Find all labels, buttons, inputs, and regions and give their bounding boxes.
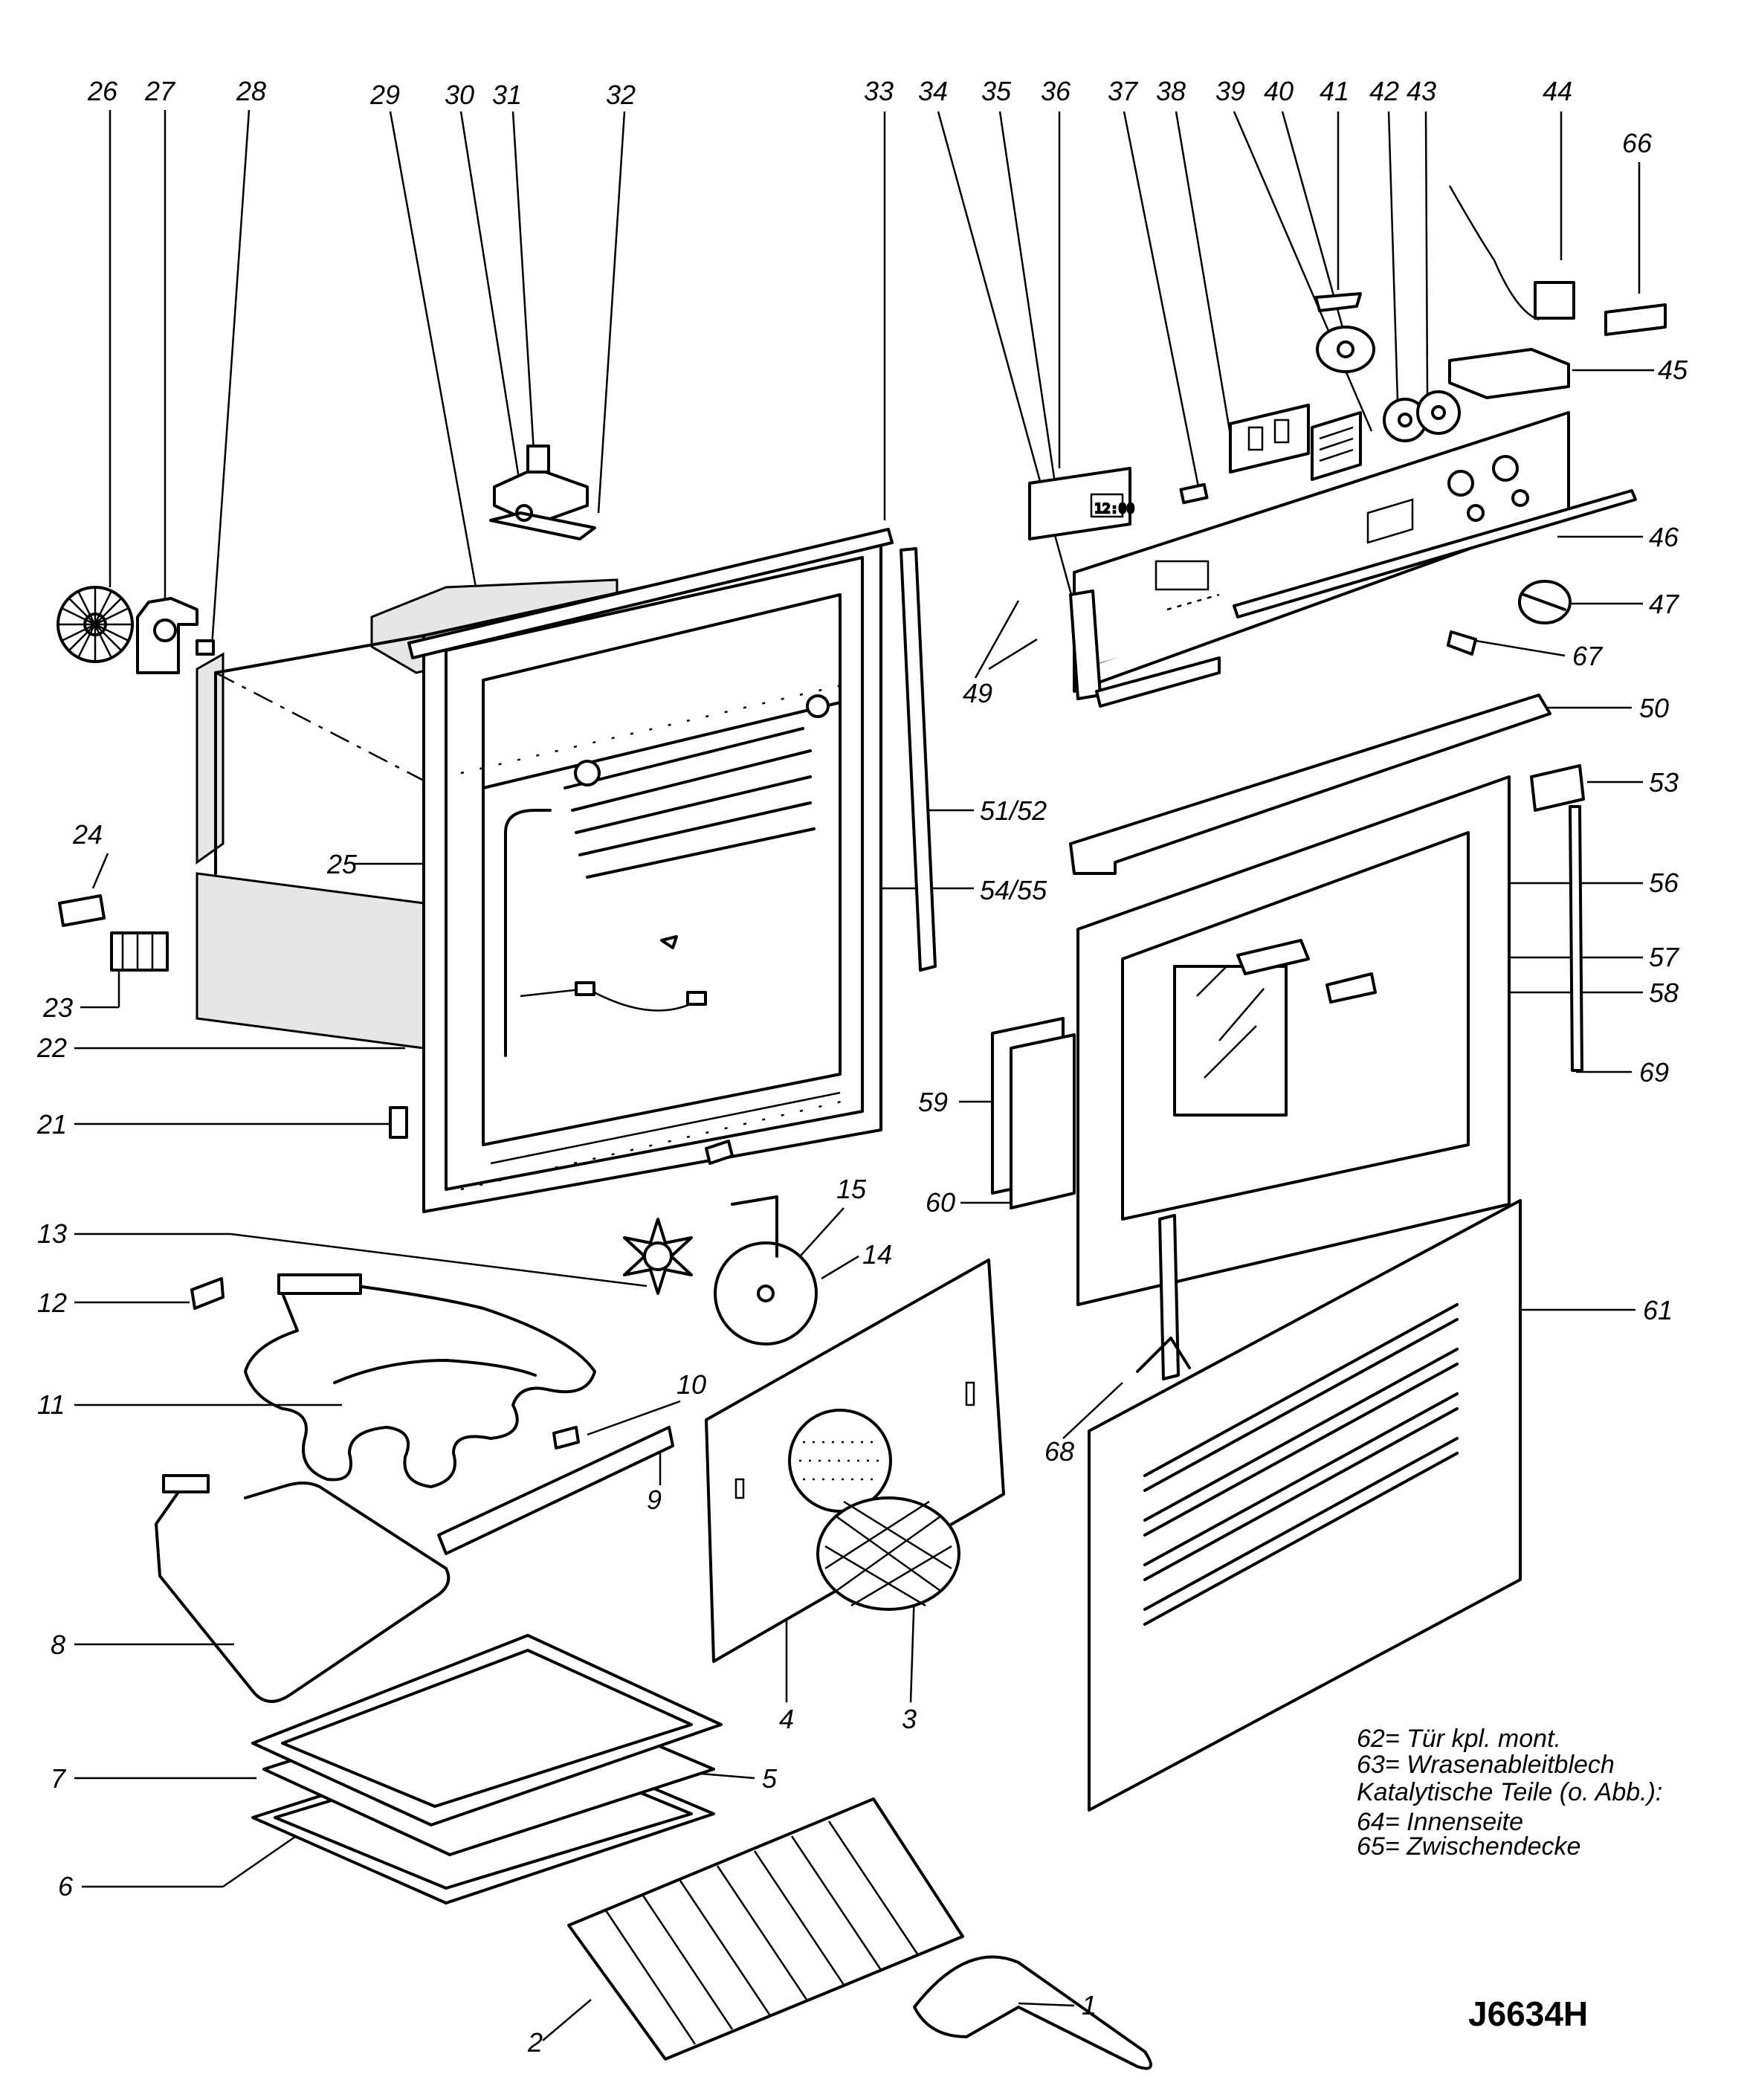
callout-12: 12 — [37, 1288, 67, 1318]
callout-21: 21 — [36, 1109, 67, 1140]
callout-46: 46 — [1649, 522, 1679, 552]
callout-42: 42 — [1369, 76, 1399, 106]
clip-12 — [190, 1277, 225, 1310]
callout-36: 36 — [1041, 76, 1071, 106]
callout-3: 3 — [902, 1704, 917, 1734]
callout-69: 69 — [1639, 1057, 1669, 1088]
top-heating-element-11 — [244, 1273, 596, 1488]
callout-54-55: 54/55 — [980, 875, 1047, 905]
lamp-bulb-16 — [705, 1140, 734, 1165]
callout-51-52: 51/52 — [980, 795, 1047, 826]
callout-61: 61 — [1643, 1295, 1673, 1325]
callout-49: 49 — [963, 678, 992, 708]
clip-10 — [552, 1426, 580, 1450]
legend-line-2: 63= Wrasenableitblech — [1357, 1751, 1615, 1779]
fan-guard-14 — [714, 1195, 818, 1345]
callout-11: 11 — [37, 1389, 65, 1420]
baking-tray-7 — [251, 1634, 723, 1826]
callout-25: 25 — [326, 849, 358, 879]
callout-37: 37 — [1108, 76, 1139, 106]
bottom-heating-element-8 — [155, 1474, 451, 1703]
callout-56: 56 — [1649, 868, 1679, 898]
callout-15: 15 — [836, 1174, 867, 1204]
callout-7: 7 — [51, 1763, 67, 1794]
callout-29: 29 — [369, 80, 400, 110]
callout-40: 40 — [1264, 76, 1294, 106]
callout-6: 6 — [58, 1871, 74, 1902]
callout-14: 14 — [862, 1239, 892, 1270]
callout-50: 50 — [1639, 693, 1669, 723]
svg-text:12:00: 12:00 — [1094, 501, 1134, 517]
callout-53: 53 — [1649, 767, 1679, 798]
top-trim-33 — [407, 528, 894, 659]
callout-34: 34 — [918, 76, 948, 106]
callout-59: 59 — [918, 1087, 948, 1117]
outer-door-panel-61 — [1088, 1199, 1522, 1812]
side-strip-51-52 — [900, 547, 937, 972]
clip-21 — [389, 1106, 408, 1139]
callout-68: 68 — [1044, 1436, 1074, 1467]
legend-line-1: 62= Tür kpl. mont. — [1357, 1725, 1561, 1753]
fan-wheel-26 — [56, 586, 134, 663]
callout-4: 4 — [779, 1704, 794, 1734]
callout-22: 22 — [36, 1033, 67, 1063]
callout-30: 30 — [445, 80, 474, 110]
door-assembly — [991, 694, 1585, 1380]
tray-handle-1 — [913, 1955, 1152, 2070]
callout-38: 38 — [1156, 76, 1186, 106]
rail-9 — [437, 1426, 674, 1555]
callout-67: 67 — [1572, 641, 1604, 671]
callout-8: 8 — [51, 1629, 65, 1660]
terminal-block-23 — [110, 931, 169, 972]
callout-41: 41 — [1320, 76, 1349, 106]
callout-10: 10 — [676, 1369, 706, 1400]
callout-33: 33 — [864, 76, 894, 106]
wire-rack-2 — [567, 1797, 964, 2061]
callout-35: 35 — [981, 76, 1012, 106]
control-panel: 12:00 — [988, 185, 1667, 708]
drawing-code: J6634H — [1468, 1994, 1588, 2033]
callout-24: 24 — [72, 819, 103, 850]
oven-housing — [196, 534, 882, 1213]
callout-43: 43 — [1407, 76, 1436, 106]
callout-39: 39 — [1215, 76, 1245, 106]
callout-45: 45 — [1658, 355, 1688, 385]
callout-1: 1 — [1082, 1990, 1097, 2020]
callout-13: 13 — [37, 1218, 67, 1249]
clip-24 — [58, 894, 106, 927]
callout-27: 27 — [144, 76, 176, 106]
fan-cover-4 — [705, 1259, 1005, 1663]
fan-motor-27 — [136, 597, 215, 674]
vapor-outlet-assembly — [489, 445, 596, 540]
legend-line-3: Katalytische Teile (o. Abb.): — [1357, 1778, 1662, 1806]
callout-26: 26 — [87, 76, 118, 106]
callout-57: 57 — [1649, 942, 1680, 972]
callout-9: 9 — [647, 1484, 662, 1515]
callout-58: 58 — [1649, 978, 1679, 1008]
callout-44: 44 — [1543, 76, 1572, 106]
parts-legend: 62= Tür kpl. mont. 63= Wrasenableitblech… — [1357, 1725, 1662, 1861]
callout-66: 66 — [1622, 128, 1653, 158]
fan-blade-13 — [623, 1218, 693, 1295]
callout-47: 47 — [1649, 589, 1680, 619]
legend-line-5: 65= Zwischendecke — [1357, 1832, 1580, 1861]
callout-23: 23 — [42, 992, 73, 1023]
callout-2: 2 — [527, 2027, 543, 2058]
callout-31: 31 — [492, 80, 522, 110]
callout-32: 32 — [606, 80, 636, 110]
callout-28: 28 — [236, 76, 266, 106]
legend-line-4: 64= Innenseite — [1357, 1808, 1523, 1836]
callout-60: 60 — [926, 1187, 955, 1218]
callout-5: 5 — [762, 1763, 778, 1794]
